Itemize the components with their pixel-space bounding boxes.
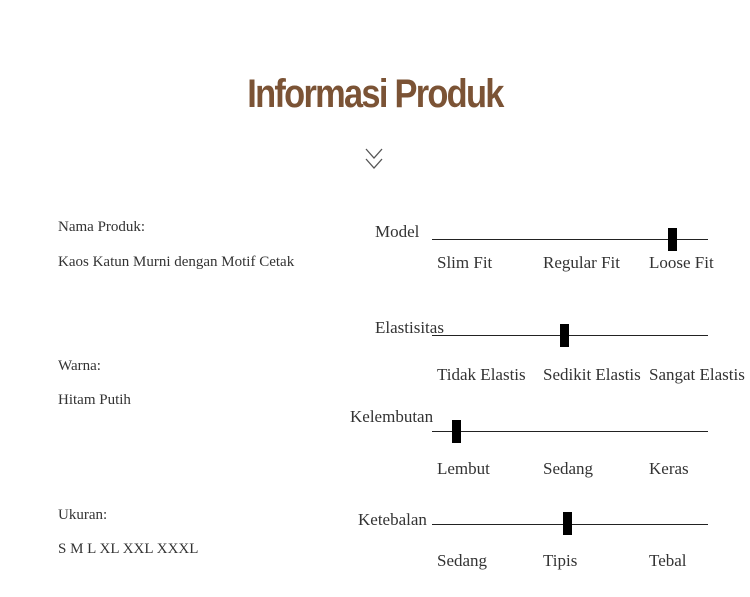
product-name-label: Nama Produk: (58, 219, 146, 235)
scale-option-loose-fit: Loose Fit (649, 253, 714, 272)
double-chevron-down-icon (365, 148, 383, 169)
attribute-label-ketebalan: Ketebalan (358, 510, 427, 529)
scale-option-keras: Keras (649, 459, 689, 478)
scale-marker-elastisitas (559, 324, 569, 347)
attribute-label-model: Model (375, 222, 420, 241)
scale-option-tipis: Tipis (543, 551, 578, 570)
scale-marker-model (667, 228, 677, 251)
scale-option-slim-fit: Slim Fit (437, 253, 493, 272)
scale-option-regular-fit: Regular Fit (543, 253, 620, 272)
scale-track-kelembutan (432, 431, 708, 432)
scale-option-lembut: Lembut (437, 459, 490, 478)
attribute-label-elastisitas: Elastisitas (375, 318, 444, 337)
scale-marker-ketebalan (562, 512, 572, 535)
scale-option-sedang-thickness: Sedang (437, 551, 488, 570)
product-name-value: Kaos Katun Murni dengan Motif Cetak (58, 254, 295, 270)
scale-option-tidak-elastis: Tidak Elastis (437, 365, 526, 384)
color-value: Hitam Putih (58, 392, 131, 408)
scale-track-elastisitas (432, 335, 708, 336)
size-value: S M L XL XXL XXXL (58, 541, 199, 557)
scale-track-model (432, 239, 708, 240)
color-label: Warna: (58, 358, 101, 374)
scale-option-sedang: Sedang (543, 459, 594, 478)
scale-option-tebal: Tebal (649, 551, 687, 570)
scale-marker-kelembutan (452, 420, 462, 443)
attribute-label-kelembutan: Kelembutan (350, 407, 434, 426)
page-title: Informasi Produk (247, 72, 504, 116)
scale-option-sedikit-elastis: Sedikit Elastis (543, 365, 641, 384)
scale-option-sangat-elastis: Sangat Elastis (649, 365, 745, 384)
size-label: Ukuran: (58, 507, 108, 523)
